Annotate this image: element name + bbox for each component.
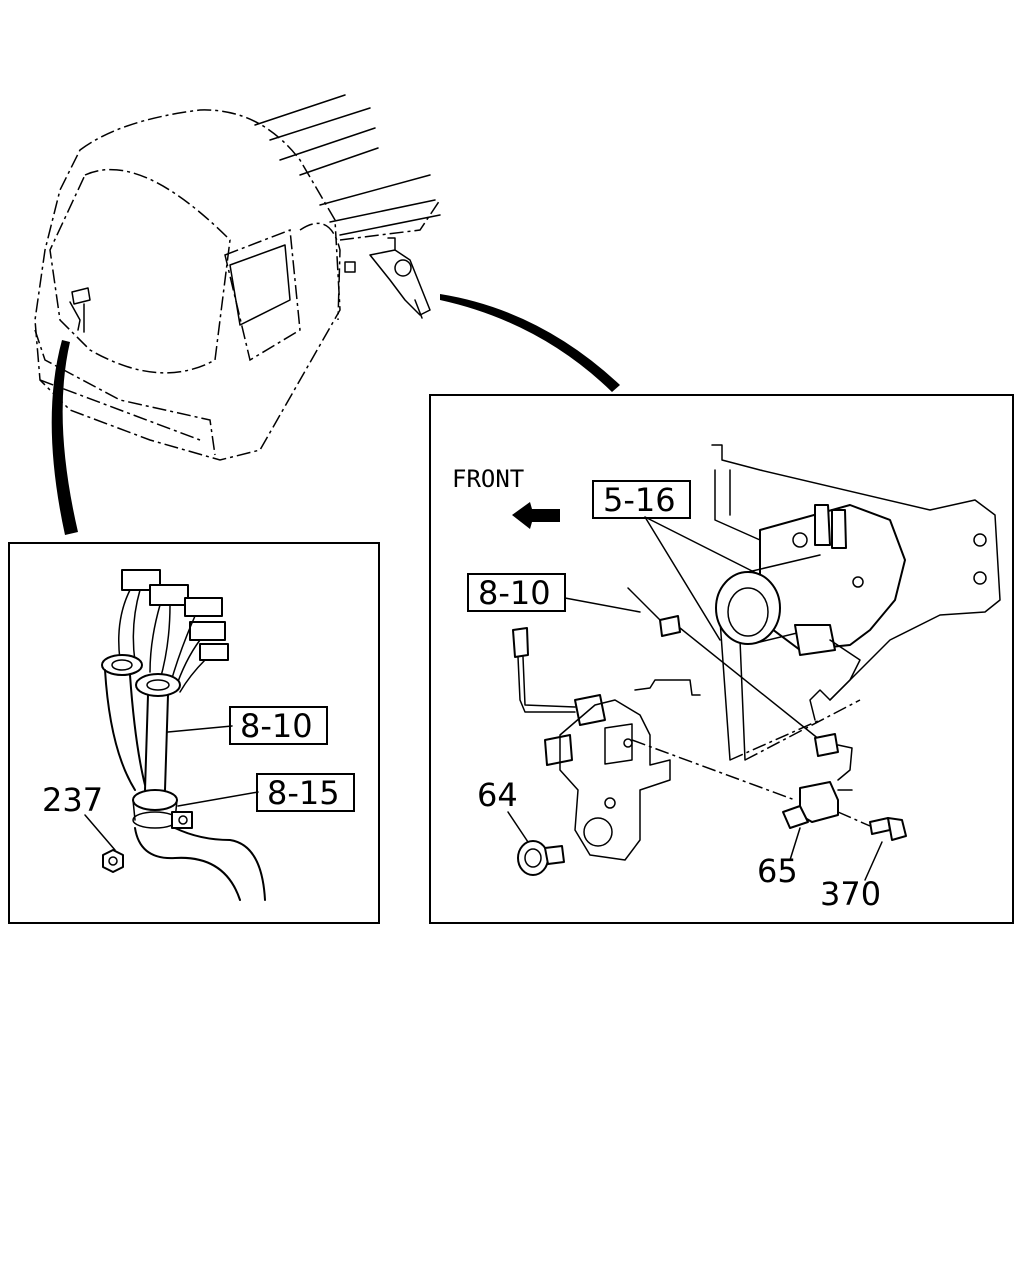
chassis-frame-bracket xyxy=(634,444,1001,761)
sensor-65 xyxy=(782,781,853,829)
valve-assembly xyxy=(715,504,906,721)
part-label-370: 370 xyxy=(820,875,881,913)
part-label-65: 65 xyxy=(757,852,798,890)
grommet-upper xyxy=(101,654,143,676)
valve-cylinder xyxy=(715,571,781,645)
nut-237-icon xyxy=(102,849,124,873)
callout-5-16-text: 5-16 xyxy=(603,481,676,519)
callout-box-right-8-10: 8-10 xyxy=(467,573,566,612)
part-label-237: 237 xyxy=(42,781,103,819)
harness-clamp xyxy=(132,789,178,811)
left-detail-panel xyxy=(8,542,380,924)
callout-8-15-text: 8-15 xyxy=(267,774,340,812)
right-panel-frame xyxy=(429,394,1014,924)
callout-box-5-16: 5-16 xyxy=(592,480,691,519)
truck-cab-illustration xyxy=(34,94,620,535)
front-label: FRONT xyxy=(452,465,524,493)
plug-64-icon xyxy=(517,840,565,876)
front-arrow-icon xyxy=(512,502,560,529)
right-detail-panel xyxy=(429,394,1014,924)
harness-connectors xyxy=(118,569,229,693)
callout-box-left-8-10: 8-10 xyxy=(229,706,328,745)
grommet-lower xyxy=(135,673,181,697)
callout-left-8-10-text: 8-10 xyxy=(240,707,313,745)
part-label-64: 64 xyxy=(477,776,518,814)
callout-box-8-15: 8-15 xyxy=(256,773,355,812)
callout-right-8-10-text: 8-10 xyxy=(478,574,551,612)
sensor-bracket xyxy=(559,699,671,861)
left-panel-frame xyxy=(8,542,380,924)
bolt-370-icon xyxy=(869,817,907,841)
